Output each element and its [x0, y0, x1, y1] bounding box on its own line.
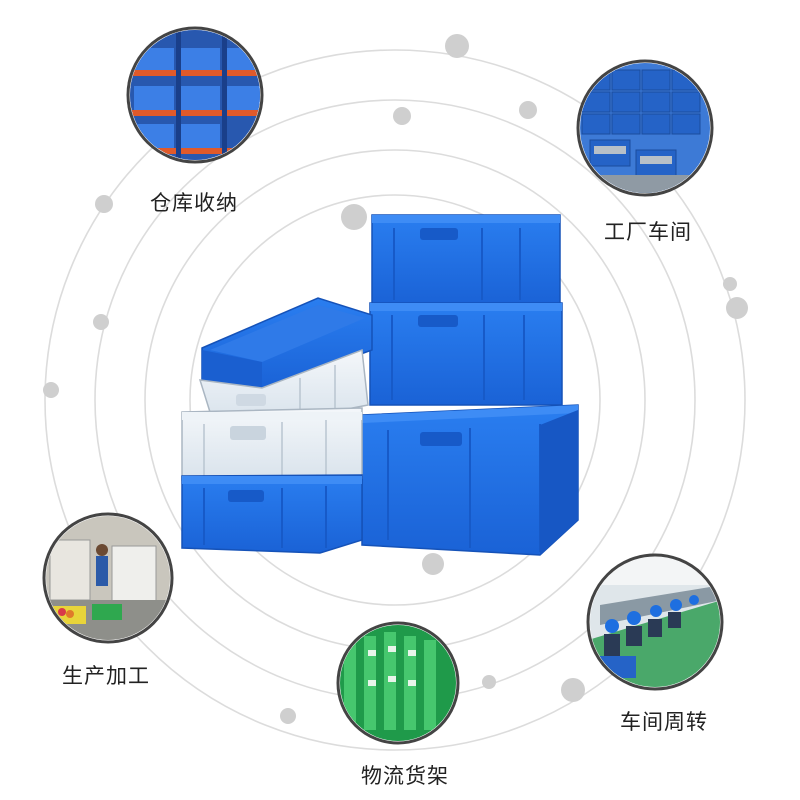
crate-clear-left-lower: [181, 407, 363, 481]
decorative-dots: [43, 34, 748, 724]
turnover-photo: [586, 553, 724, 691]
label-production-processing: 生产加工: [62, 664, 150, 688]
warehouse-photo: [126, 26, 264, 164]
label-warehouse-storage: 仓库收纳: [150, 191, 238, 215]
workshop-photo: [576, 59, 714, 197]
crate-blue-left-top: [201, 297, 373, 391]
crate-blue-top-right: [371, 214, 561, 306]
crate-blue-bottom-right: [361, 404, 579, 556]
label-logistics-shelving: 物流货架: [361, 764, 449, 788]
crate-blue-left-bottom: [181, 474, 363, 554]
label-workshop-turnover: 车间周转: [620, 710, 708, 734]
crate-blue-mid-right: [369, 302, 563, 406]
crate-clear-left-mid: [198, 348, 369, 421]
crate-stack-illustration: [181, 214, 579, 556]
logistics-photo: [336, 621, 460, 745]
label-factory-workshop: 工厂车间: [604, 220, 692, 244]
production-photo: [42, 512, 174, 644]
